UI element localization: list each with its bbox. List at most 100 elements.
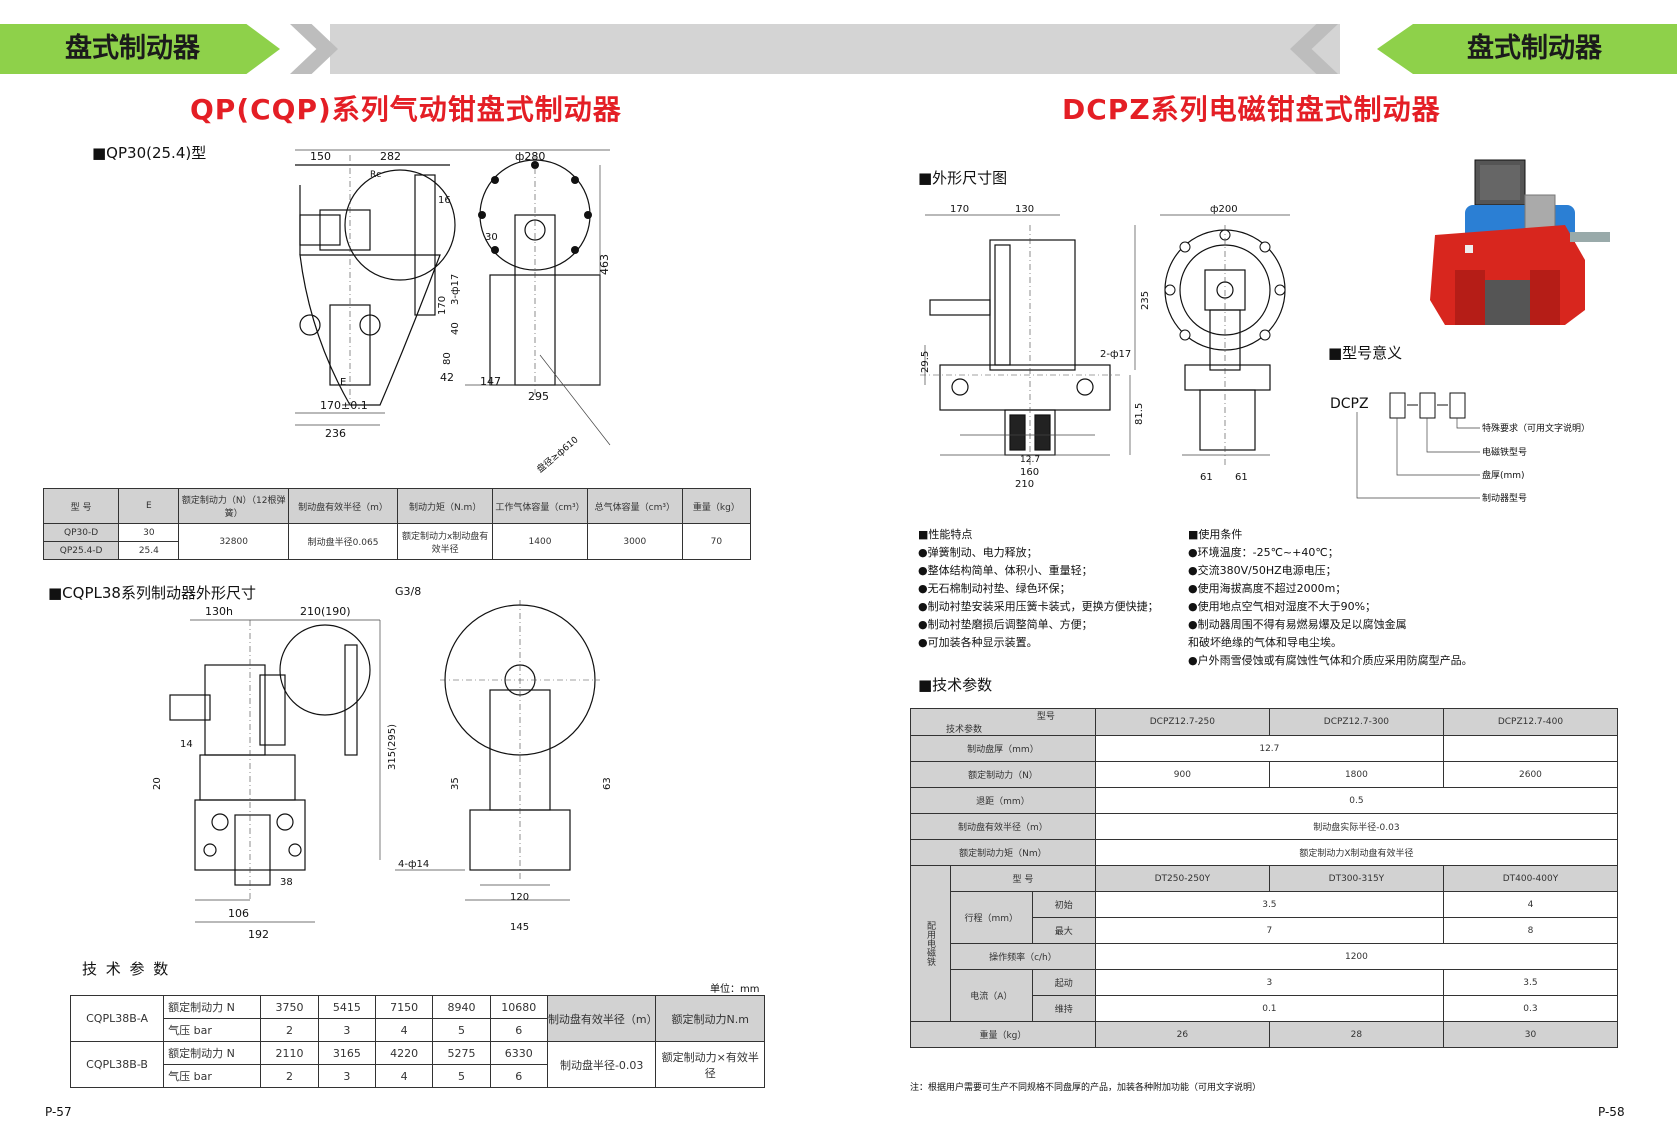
table-cell: 8940: [432, 995, 491, 1019]
table-row-label: 额定制动力矩（Nm）: [910, 839, 1096, 866]
table-row-label: 初始: [1031, 891, 1096, 918]
table-header: 制动盘有效半径（m）: [287, 488, 399, 524]
table-cell: 70: [681, 523, 752, 560]
table-cell: 制动盘实际半径-0.03: [1094, 813, 1619, 840]
dim-label: G3/8: [395, 585, 421, 598]
dim-label: 160: [1020, 467, 1039, 478]
table-corner: 型号 技术参数: [910, 708, 1096, 736]
dim-label: 38: [280, 877, 293, 888]
dim-label: 12.7: [1020, 455, 1040, 465]
table-cell: 7: [1094, 917, 1444, 944]
page-number-right: P-58: [1598, 1105, 1625, 1119]
dim-label: 42: [440, 371, 454, 384]
table-cell: 6330: [489, 1041, 548, 1065]
cqpl38-spec-table: CQPL38B-A 额定制动力 N 3750 5415 7150 8940 10…: [69, 995, 765, 1088]
table-cell: 30: [1442, 1021, 1619, 1048]
model-code: DCPZ: [1330, 396, 1369, 412]
dim-label: 81.5: [1134, 403, 1145, 425]
table-cell: 7150: [374, 995, 434, 1019]
table-row-label: 额定制动力（N）: [910, 761, 1096, 788]
dim-label: 63: [602, 777, 613, 790]
table-cell: 3: [317, 1064, 377, 1088]
dcpz-product-photo: [1430, 159, 1610, 325]
qp30-spec-table: 型 号 E 额定制动力（N）（12根弹簧） 制动盘有效半径（m） 制动力矩（N.…: [42, 488, 752, 560]
table-cell: 4: [1442, 891, 1619, 918]
dim-label: 210(190): [300, 605, 351, 618]
dim-label: 61: [1235, 472, 1248, 483]
table-cell: 900: [1094, 761, 1270, 788]
table-cell: 10680: [489, 995, 548, 1019]
page-number-left: P-57: [45, 1105, 72, 1119]
right-section-tag: 盘式制动器: [1377, 24, 1677, 74]
dim-label: 120: [510, 892, 529, 903]
dim-label: 盘径≥ф610: [534, 434, 581, 476]
table-header: 型 号: [42, 488, 120, 524]
table-row-label: 制动盘厚（mm）: [910, 735, 1096, 762]
outline-section-label: ■外形尺寸图: [918, 169, 1008, 187]
table-cell: 额定制动力 N: [163, 995, 262, 1019]
table-row-label: 退距（mm）: [910, 787, 1096, 814]
dim-label: 150: [310, 150, 331, 163]
table-cell: 3: [317, 1018, 377, 1042]
table-cell: 28: [1268, 1021, 1444, 1048]
list-item: ●制动器周围不得有易燃易爆及足以腐蚀金属: [1188, 618, 1407, 631]
performance-list: ■性能特点 ●弹簧制动、电力释放； ●整体结构简单、体积小、重量轻； ●无石棉制…: [918, 526, 1159, 652]
table-cell: 额定制动力 N: [163, 1041, 262, 1065]
model-item: 盘厚(mm): [1482, 469, 1525, 481]
list-item: ●使用地点空气相对湿度不大于90%；: [1188, 600, 1377, 613]
dim-label: 4-ф14: [398, 859, 429, 870]
model-item: 特殊要求（可用文字说明）: [1482, 422, 1590, 434]
dim-label: 235: [1140, 291, 1151, 310]
table-header: 制动盘有效半径（m）: [546, 995, 658, 1042]
dim-label: ф280: [515, 150, 545, 163]
table-header: E: [118, 488, 180, 524]
table-cell: 8: [1442, 917, 1619, 944]
dim-label: 2-ф17: [1100, 349, 1131, 360]
list-item: ●制动衬垫磨损后调整简单、方便；: [918, 618, 1093, 631]
table-header: 工作气体容量（cm³）: [492, 488, 588, 524]
table-row-label: 行程（mm）: [950, 891, 1033, 944]
table-cell: 1800: [1268, 761, 1444, 788]
table-cell: 3: [1094, 969, 1444, 996]
list-item: ●制动衬垫安装采用压簧卡装式，更换方便快捷；: [918, 600, 1159, 613]
dim-label: 106: [228, 907, 249, 920]
list-item: 和破坏绝缘的气体和导电尘埃。: [1188, 636, 1342, 649]
table-cell: 1400: [492, 523, 588, 560]
table-header: DCPZ12.7-400: [1442, 708, 1619, 736]
table-cell: 26: [1094, 1021, 1270, 1048]
dim-label: 145: [510, 922, 529, 933]
table-cell: 气压 bar: [163, 1064, 262, 1088]
left-section-tag: 盘式制动器: [0, 24, 280, 74]
dim-label: 315(295): [387, 724, 398, 770]
dcpz-spec-table: 型号 技术参数 DCPZ12.7-250 DCPZ12.7-300 DCPZ12…: [910, 708, 1619, 1048]
table-row-label: 操作频率（c/h）: [950, 943, 1096, 970]
dim-label: 30: [485, 232, 498, 243]
dim-label: 192: [248, 928, 269, 941]
table-cell: 5275: [432, 1041, 491, 1065]
table-header: 制动力矩（N.m）: [397, 488, 494, 524]
qp30-drawing: 150 282 ф280 Rc 16 30 463 3-ф17 170 40 8…: [295, 149, 611, 476]
dim-label: 61: [1200, 472, 1213, 483]
table-cell: 32800: [178, 523, 289, 560]
table-cell: 3165: [317, 1041, 377, 1065]
table-cell: 3750: [260, 995, 319, 1019]
table-cell: 4220: [374, 1041, 434, 1065]
performance-title: ■性能特点: [918, 528, 973, 541]
table-cell: 30: [118, 523, 180, 542]
table-cell: 制动盘半径0.065: [287, 523, 399, 560]
use-conditions-list: ■使用条件 ●环境温度：-25℃~+40℃； ●交流380V/50HZ电源电压；…: [1188, 526, 1473, 670]
table-cell: 0.3: [1442, 995, 1619, 1022]
dim-label: 236: [325, 427, 346, 440]
dim-label: 3-ф17: [450, 274, 461, 305]
dim-label: 14: [180, 739, 193, 750]
table-cell: 5: [432, 1064, 491, 1088]
dim-label: 170±0.1: [320, 399, 368, 412]
table-side-label: 配用电磁铁: [910, 865, 951, 1022]
right-page-title: DCPZ系列电磁钳盘式制动器: [1062, 93, 1441, 126]
table-cell: 5415: [317, 995, 377, 1019]
table-cell: 6: [489, 1064, 548, 1088]
model-meaning-label: ■型号意义: [1328, 344, 1403, 362]
table-row-label: 电流（A）: [950, 969, 1033, 1022]
table-cell: 额定制动力x制动盘有效半径: [397, 523, 494, 560]
tech-params-label: 技 术 参 数: [82, 960, 171, 978]
